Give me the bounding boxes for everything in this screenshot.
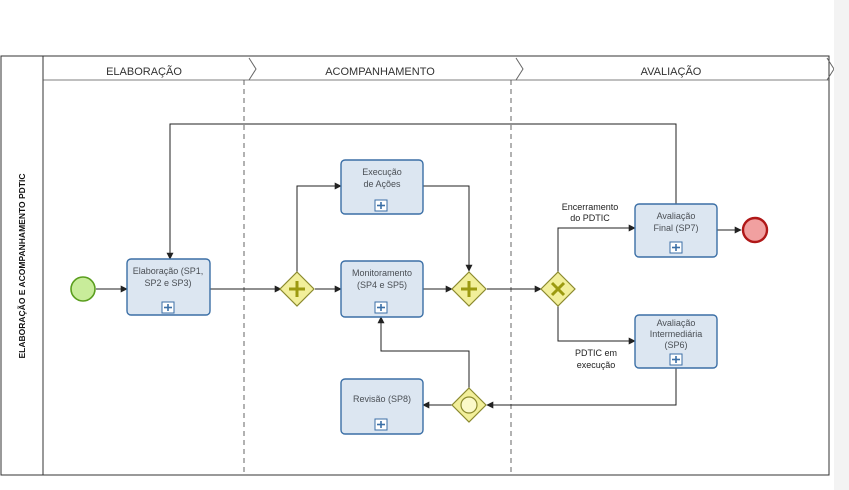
phase-label-avaliacao: AVALIAÇÃO: [641, 65, 702, 78]
flow-decision-to-final: [557, 224, 636, 272]
task-execucao-acoes[interactable]: Execução de Ações: [340, 159, 424, 215]
parallel-join-gateway: [451, 271, 487, 307]
task-execucao-line-2: de Ações: [363, 179, 401, 189]
flow-label-encerramento-line-2: do PDTIC: [570, 213, 610, 223]
task-elaboracao[interactable]: Elaboração (SP1, SP2 e SP3): [126, 258, 211, 316]
task-avaliacao-final-line-1: Avaliação: [657, 211, 696, 221]
start-event: [70, 276, 96, 302]
flow-label-execucao-line-2: execução: [577, 360, 616, 370]
task-revisao[interactable]: Revisão (SP8): [340, 378, 424, 435]
flow-label-execucao-line-1: PDTIC em: [575, 348, 617, 358]
flow-split-to-execucao: [296, 182, 342, 272]
flow-label-encerramento-line-1: Encerramento: [562, 202, 619, 212]
task-execucao-line-1: Execução: [362, 167, 402, 177]
task-avaliacao-intermediaria-line-1: Avaliação: [657, 318, 696, 328]
task-avaliacao-final[interactable]: Avaliação Final (SP7): [634, 203, 718, 258]
task-revisao-line-1: Revisão (SP8): [353, 394, 411, 404]
task-elaboracao-line-2: SP2 e SP3): [144, 278, 191, 288]
end-event: [741, 216, 769, 244]
task-monitoramento-line-1: Monitoramento: [352, 268, 412, 278]
flow-final-loop-to-elaboracao: [166, 123, 677, 260]
task-elaboracao-line-1: Elaboração (SP1,: [133, 266, 204, 276]
parallel-split-gateway: [279, 271, 315, 307]
task-monitoramento[interactable]: Monitoramento (SP4 e SP5): [340, 260, 424, 318]
task-avaliacao-intermediaria-line-3: (SP6): [664, 340, 687, 350]
scrollbar-track[interactable]: [834, 0, 849, 490]
flow-execucao-to-join: [423, 185, 473, 272]
task-avaliacao-final-line-2: Final (SP7): [653, 223, 698, 233]
phase-label-acompanhamento: ACOMPANHAMENTO: [325, 66, 435, 78]
task-avaliacao-intermediaria[interactable]: Avaliação Intermediária (SP6): [634, 314, 718, 369]
event-based-gateway: [451, 387, 487, 423]
task-monitoramento-line-2: (SP4 e SP5): [357, 280, 407, 290]
pool-label: ELABORAÇÃO E ACOMPANHAMENTO PDTIC: [17, 174, 27, 359]
flow-gateway-to-monitoramento: [377, 316, 470, 388]
phase-chevron-1: [248, 57, 257, 81]
task-avaliacao-intermediaria-line-2: Intermediária: [650, 329, 703, 339]
phase-chevron-3: [826, 57, 835, 81]
phase-label-elaboracao: ELABORAÇÃO: [106, 65, 182, 78]
phase-chevron-2: [515, 57, 524, 81]
flow-intermediaria-to-event-gateway: [486, 368, 677, 409]
exclusive-gateway: [540, 271, 576, 307]
pool-frame: [0, 55, 830, 476]
flow-decision-to-intermediaria: [557, 306, 636, 345]
